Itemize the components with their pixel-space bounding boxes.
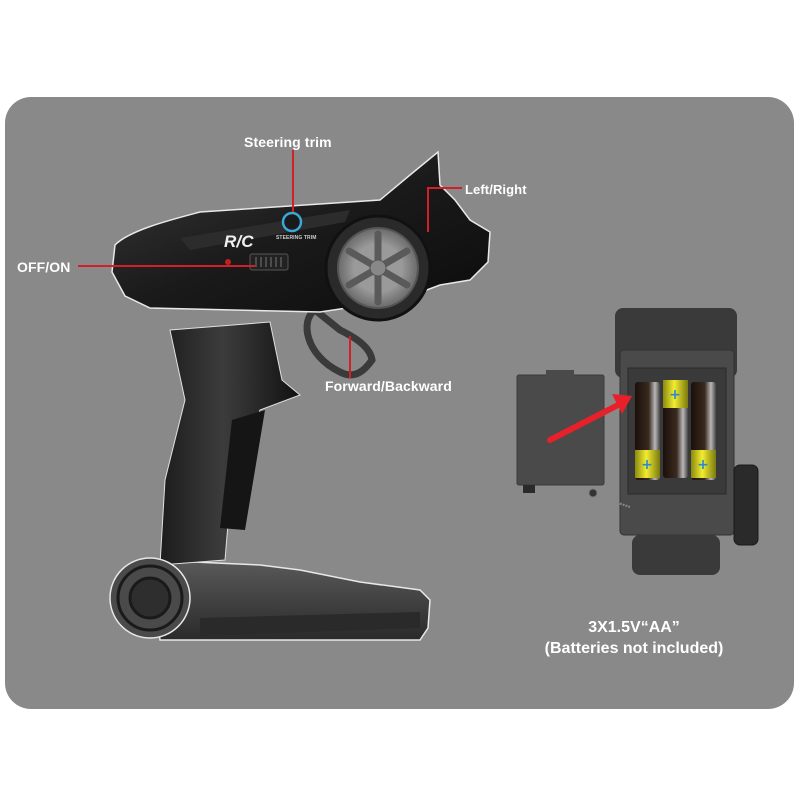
callout-forward-backward: Forward/Backward: [325, 378, 452, 394]
rc-transmitter: [109, 150, 491, 641]
steering-trim-knob: [281, 211, 303, 233]
svg-text:+: +: [697, 457, 709, 473]
steering-wheel: [324, 214, 432, 322]
battery-note: (Batteries not included): [544, 640, 724, 657]
battery-compartment: + + +: [516, 308, 759, 575]
power-led-icon: [225, 259, 231, 265]
power-switch: [249, 253, 289, 271]
svg-text:+: +: [641, 457, 653, 473]
callout-off-on: OFF/ON: [17, 259, 71, 275]
callout-left-right: Left/Right: [465, 182, 527, 197]
arrow-icon: [612, 394, 632, 414]
brand-text: R/C: [224, 232, 254, 251]
svg-text:+: +: [669, 387, 681, 403]
battery-spec: 3X1.5V“AA”: [588, 619, 680, 636]
battery-cells: + + +: [635, 380, 716, 480]
callout-steering-trim: Steering trim: [244, 134, 332, 150]
steering-trim-label: STEERING TRIM: [276, 235, 317, 241]
battery-cover: [516, 374, 605, 486]
